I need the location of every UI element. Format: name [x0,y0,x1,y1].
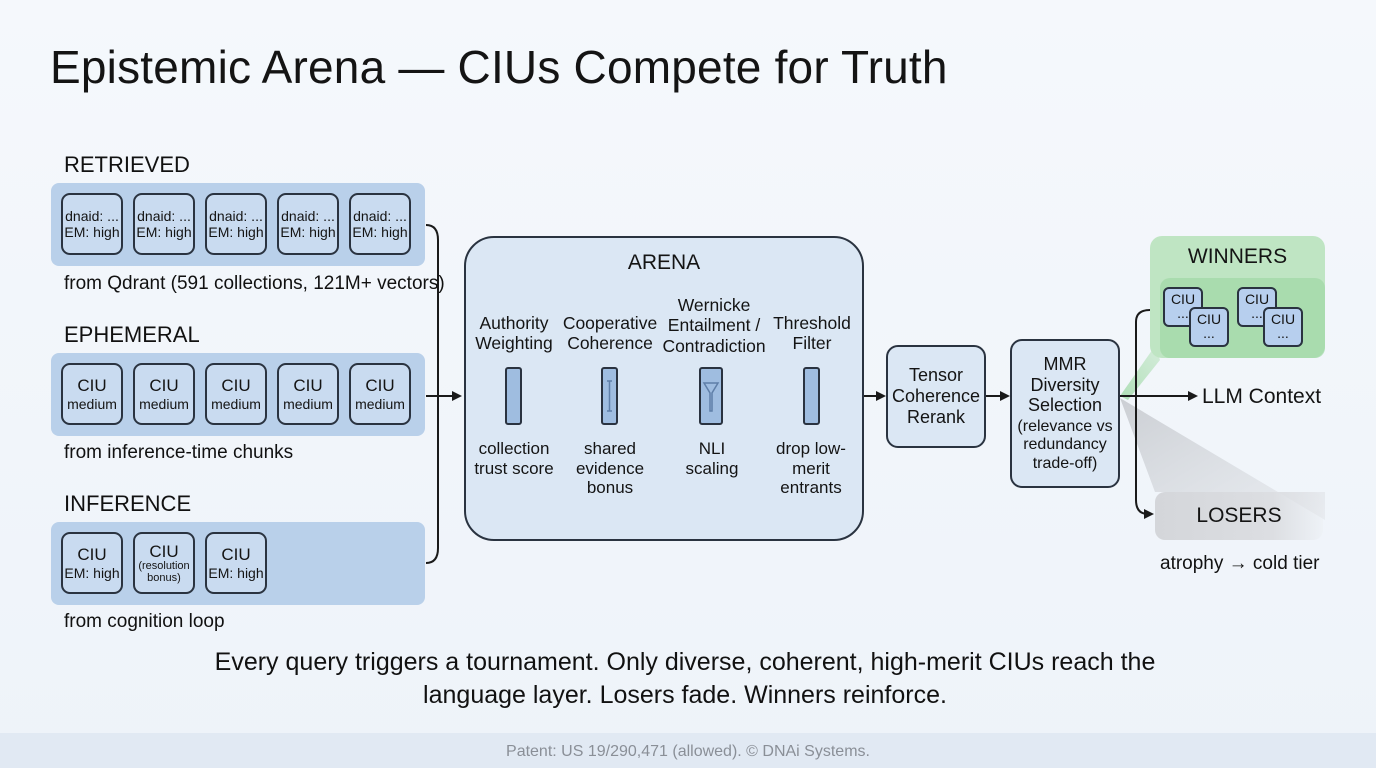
stage-desc: NLI scaling [685,439,739,478]
groups-bracket [425,224,439,564]
stage-title: Authority Weighting [475,313,553,354]
bracket-icon [607,380,612,412]
stage-desc: collection trust score [474,439,554,478]
arena-title: ARENA [627,251,701,274]
tagline: Every query triggers a tournament. Only … [214,648,1156,709]
losers-caption: atrophy → cold tier [1160,553,1320,574]
stage-desc: drop low-merit entrants [776,439,846,498]
tensor-rerank-label: Tensor Coherence Rerank [891,365,981,427]
retrieved-label: RETRIEVED [64,152,190,177]
stage-title: Cooperative Coherence [562,313,658,354]
inference-caption: from cognition loop [64,611,225,632]
ephemeral-caption: from inference-time chunks [64,442,294,463]
winners-label: WINNERS [1187,245,1288,268]
llm-context-label: LLM Context [1202,385,1322,408]
winner-ciu-card: CIU... [1189,307,1229,347]
threshold-filter-stage [803,367,820,425]
winners-fan [1120,346,1160,400]
ciu-card: dnaid: ...EM: high [277,193,339,255]
retrieved-caption: from Qdrant (591 collections, 121M+ vect… [64,273,445,294]
stage-title: Threshold Filter [773,313,851,354]
winners-arrow [1135,305,1164,396]
funnel-icon [702,382,720,412]
ciu-card: dnaid: ...EM: high [205,193,267,255]
ciu-card: CIU(resolution bonus) [133,532,195,594]
tensor-rerank-box: Tensor Coherence Rerank [886,345,986,448]
ciu-card: dnaid: ...EM: high [349,193,411,255]
losers-arrow [1135,396,1154,519]
mmr-title: MMR Diversity Selection [1027,353,1103,416]
footer-bar [0,733,1376,768]
losers-label: LOSERS [1196,504,1282,527]
losers-panel [1155,492,1323,540]
inference-label: INFERENCE [64,491,192,516]
mmr-subtitle: (relevance vs redundancy trade-off) [1017,417,1113,472]
stage-desc: shared evidence bonus [575,439,645,498]
losers-fan [1120,398,1325,520]
retrieved-group: dnaid: ...EM: high dnaid: ...EM: high dn… [51,183,425,266]
ciu-card: dnaid: ...EM: high [61,193,123,255]
mmr-selection-box: MMR Diversity Selection (relevance vs re… [1010,339,1120,488]
ephemeral-label: EPHEMERAL [64,322,200,347]
ciu-card: dnaid: ...EM: high [133,193,195,255]
page-title: Epistemic Arena — CIUs Compete for Truth [50,41,948,93]
stage-title: Wernicke Entailment / Contradiction [662,295,766,356]
footer-text: Patent: US 19/290,471 (allowed). © DNAi … [506,743,870,760]
winner-ciu-card: CIU... [1263,307,1303,347]
authority-weighting-stage [505,367,522,425]
cooperative-coherence-stage [601,367,618,425]
entailment-stage [699,367,723,425]
arena-panel [464,236,864,541]
